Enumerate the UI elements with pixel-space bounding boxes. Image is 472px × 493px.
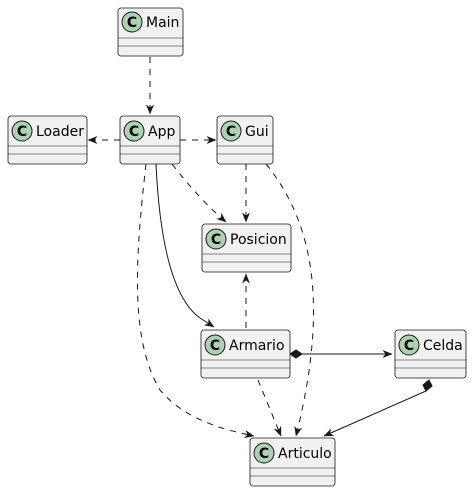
edge-app-articulo (136, 163, 255, 438)
class-badge-icon (204, 334, 226, 356)
class-main[interactable]: C Main (117, 7, 184, 57)
class-name: Articulo (278, 446, 332, 462)
class-badge-icon (121, 11, 143, 33)
class-badge-icon (123, 120, 145, 142)
edge-app-posicion (171, 163, 227, 223)
composition-diamond-celda (422, 379, 433, 392)
composition-diamond-armario (289, 349, 303, 359)
class-name: Loader (36, 124, 84, 140)
class-name: Celda (423, 338, 463, 354)
class-name: Armario (229, 338, 285, 354)
class-badge-icon (253, 442, 275, 464)
edge-gui-articulo (265, 163, 315, 437)
edge-app-armario (155, 163, 215, 328)
class-app[interactable]: C App (119, 115, 181, 165)
class-badge-icon (205, 228, 227, 250)
class-badge-letter: C (226, 124, 236, 140)
edge-armario-articulo (257, 379, 282, 437)
class-loader[interactable]: C Loader (7, 115, 88, 165)
class-badge-icon (398, 334, 420, 356)
edges (87, 57, 433, 438)
class-badge-letter: C (210, 338, 220, 354)
class-badge-letter: C (404, 338, 414, 354)
class-armario[interactable]: C Armario (200, 329, 291, 379)
class-badge-letter: C (129, 124, 139, 140)
class-celda[interactable]: C Celda (394, 329, 467, 379)
class-badge-letter: C (211, 232, 221, 248)
class-badge-letter: C (127, 15, 137, 31)
class-name: Main (146, 15, 179, 31)
class-name: Posicion (230, 232, 287, 248)
class-name: App (148, 124, 175, 140)
class-badge-icon (220, 120, 242, 142)
class-badge-icon (11, 120, 33, 142)
class-articulo[interactable]: C Articulo (249, 437, 336, 487)
class-name: Gui (245, 124, 269, 140)
class-posicion[interactable]: C Posicion (201, 223, 292, 273)
edge-celda-articulo (323, 390, 427, 437)
class-gui[interactable]: C Gui (216, 115, 274, 165)
class-badge-letter: C (259, 446, 269, 462)
class-badge-letter: C (17, 124, 27, 140)
